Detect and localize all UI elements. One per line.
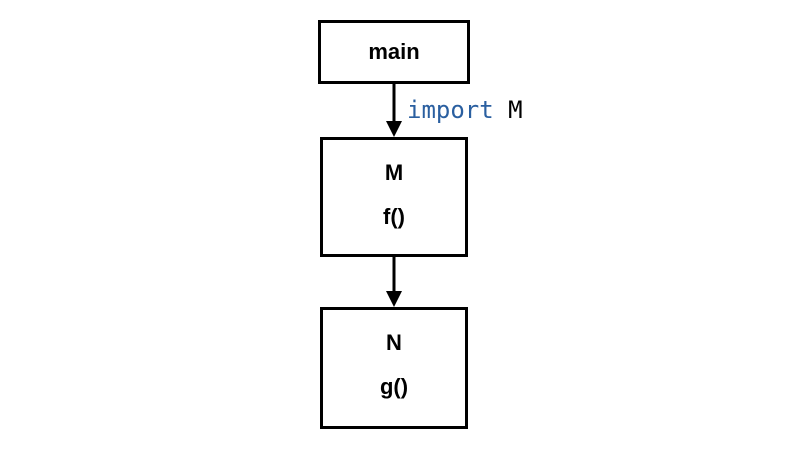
node-main: main — [318, 20, 470, 84]
node-n-title: N — [386, 330, 402, 355]
edge-main-to-m — [386, 84, 402, 137]
node-main-label: main — [368, 39, 420, 64]
node-n-member: g() — [379, 374, 409, 399]
node-m-member: f() — [383, 204, 405, 229]
import-target: M — [508, 96, 523, 124]
arrowhead-icon — [386, 291, 402, 307]
edge-m-to-n — [386, 257, 402, 307]
node-m-title: M — [384, 160, 404, 185]
node-m: M f() — [320, 137, 468, 257]
import-keyword: import — [407, 96, 494, 124]
node-n: N g() — [320, 307, 468, 429]
edge-label-import: import M — [407, 96, 523, 124]
arrowhead-icon — [386, 121, 402, 137]
